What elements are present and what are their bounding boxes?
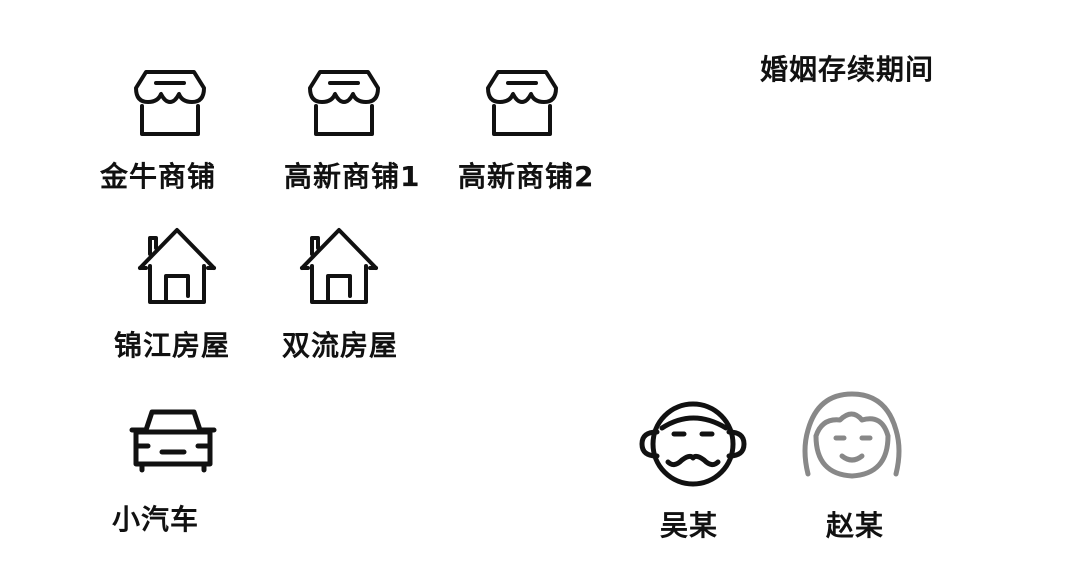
person-label: 赵某 xyxy=(826,509,885,542)
house-label: 双流房屋 xyxy=(282,329,399,362)
house-icon xyxy=(298,224,380,306)
person-label: 吴某 xyxy=(660,509,719,542)
car-icon xyxy=(128,406,218,474)
car-label: 小汽车 xyxy=(112,503,200,536)
shop-label: 高新商铺2 xyxy=(458,160,595,193)
man-face-icon xyxy=(638,398,748,490)
shop-icon xyxy=(132,68,208,138)
shop-icon xyxy=(306,68,382,138)
shop-icon xyxy=(484,68,560,138)
woman-face-icon xyxy=(800,390,904,480)
marriage-period-title: 婚姻存续期间 xyxy=(760,53,935,86)
shop-label: 金牛商铺 xyxy=(100,160,217,193)
house-label: 锦江房屋 xyxy=(114,329,231,362)
shop-label: 高新商铺1 xyxy=(284,160,421,193)
house-icon xyxy=(136,224,218,306)
